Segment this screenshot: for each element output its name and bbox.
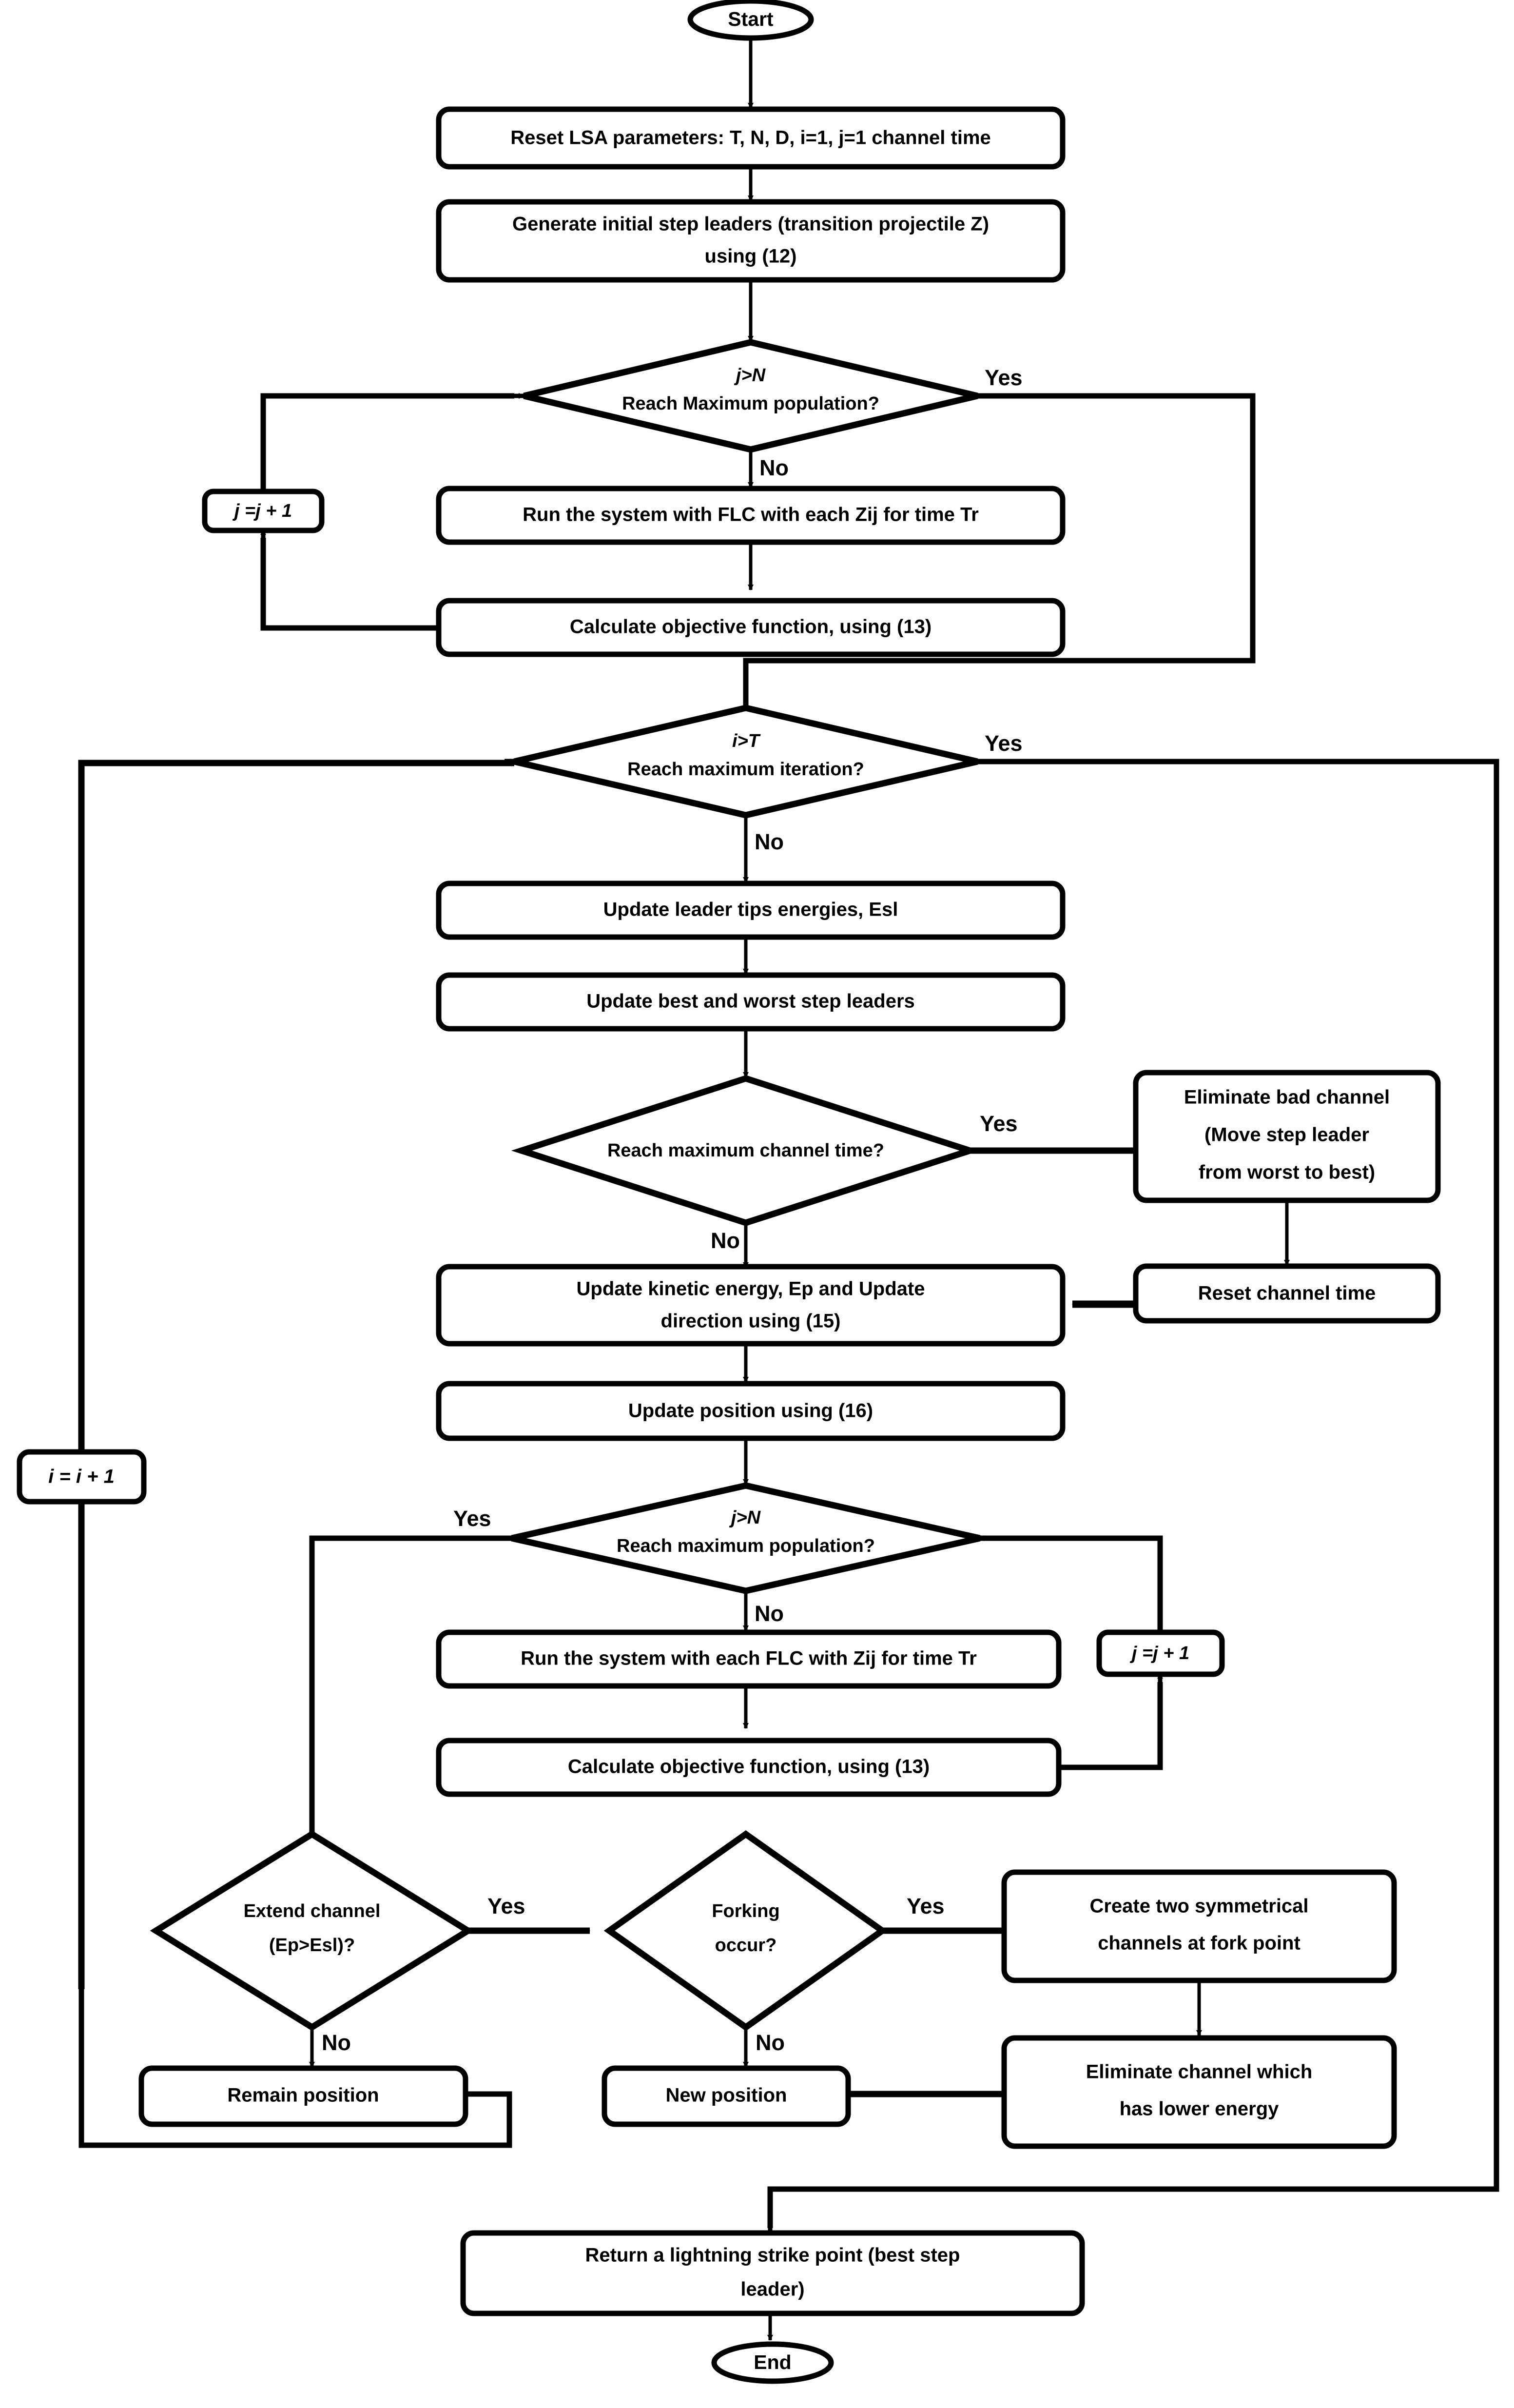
node-end: End (711, 2341, 834, 2384)
reset-channel-time-label: Reset channel time (1198, 1283, 1376, 1304)
create-two-channels-label-line2: channels at fork point (1098, 1933, 1300, 1954)
edge-label-yes-igtt: Yes (985, 731, 1023, 756)
jgtn1-label-line1: j>N (734, 365, 766, 386)
end-label: End (754, 2351, 791, 2373)
forking-label-line1: Forking (712, 1901, 779, 1921)
update-best-worst-label: Update best and worst step leaders (586, 991, 915, 1012)
j-increment-2-label: j =j + 1 (1129, 1643, 1189, 1664)
edge-label-yes-jgtn2: Yes (453, 1506, 491, 1531)
node-decision-igtt: i>T Reach maximum iteration? (513, 705, 978, 819)
node-return-strike-point: Return a lightning strike point (best st… (460, 2230, 1085, 2316)
node-decision-forking: Forking occur? (603, 1830, 888, 2031)
edge-jgtn2-yes (309, 1535, 512, 1833)
eliminate-lower-energy-label-line2: has lower energy (1120, 2098, 1280, 2120)
edge-calcobj2-to-jinc2 (1059, 1682, 1163, 1770)
node-eliminate-lower-energy: Eliminate channel which has lower energy (1001, 2035, 1397, 2149)
return-strike-point-label-line1: Return a lightning strike point (best st… (585, 2245, 960, 2266)
run-flc-1-label: Run the system with FLC with each Zij fo… (523, 504, 979, 526)
calc-objective-1-label: Calculate objective function, using (13) (570, 616, 932, 638)
edge-label-no-igtt: No (755, 829, 784, 854)
jgtn2-label-line2: Reach maximum population? (617, 1536, 875, 1556)
remain-position-label: Remain position (227, 2085, 379, 2106)
new-position-label: New position (666, 2085, 787, 2106)
node-update-best-worst: Update best and worst step leaders (436, 972, 1066, 1032)
edge-remain-to-iinc (78, 1989, 512, 2148)
node-decision-jgtn-1: j>N Reach Maximum population? (523, 339, 978, 453)
node-new-position: New position (602, 2065, 851, 2127)
create-two-channels-label-line1: Create two symmetrical (1089, 1896, 1308, 1917)
edge-label-yes-forking: Yes (907, 1894, 945, 1919)
edge-igtt-yes (767, 759, 1499, 2228)
node-create-two-channels: Create two symmetrical channels at fork … (1001, 1869, 1397, 1983)
extend-channel-label-line1: Extend channel (244, 1901, 381, 1921)
edge-label-yes-extend: Yes (487, 1894, 525, 1919)
node-reset-channel-time: Reset channel time (1133, 1263, 1441, 1324)
edge-jinc2-to-jgtn2 (980, 1535, 1163, 1631)
generate-leaders-label-line2: using (12) (705, 246, 797, 267)
run-flc-2-label: Run the system with each FLC with Zij fo… (521, 1648, 977, 1669)
node-run-flc-2: Run the system with each FLC with Zij fo… (436, 1629, 1062, 1689)
edge-iinc-to-igtt (78, 760, 514, 1450)
jgtn1-label-line2: Reach Maximum population? (622, 393, 879, 414)
node-generate-leaders: Generate initial step leaders (transitio… (436, 199, 1066, 283)
edge-label-no-forking: No (756, 2030, 785, 2055)
edge-label-no-channeltime: No (711, 1228, 740, 1253)
igtt-label-line1: i>T (732, 731, 761, 751)
update-tip-energies-label: Update leader tips energies, Esl (603, 899, 898, 920)
jgtn2-label-line1: j>N (729, 1507, 761, 1528)
edge-label-no-extend: No (322, 2030, 351, 2055)
node-i-increment: i = i + 1 (17, 1449, 147, 1505)
update-position-label: Update position using (16) (628, 1400, 873, 1422)
node-eliminate-bad-channel: Eliminate bad channel (Move step leader … (1133, 1070, 1441, 1203)
node-calc-objective-1: Calculate objective function, using (13) (436, 598, 1066, 657)
update-kinetic-label-line2: direction using (15) (661, 1311, 841, 1332)
eliminate-bad-channel-label-line2: (Move step leader (1204, 1124, 1369, 1146)
edge-label-yes-jgtn1: Yes (985, 365, 1023, 390)
extend-channel-label-line2: (Ep>Esl)? (269, 1935, 355, 1956)
node-reset-params: Reset LSA parameters: T, N, D, i=1, j=1 … (436, 106, 1066, 170)
edge-label-no-jgtn2: No (755, 1601, 784, 1626)
start-label: Start (728, 8, 774, 30)
node-update-kinetic: Update kinetic energy, Ep and Update dir… (436, 1264, 1066, 1347)
return-strike-point-label-line2: leader) (740, 2279, 804, 2300)
edge-jgtn1-yes (743, 393, 1256, 713)
node-start: Start (687, 0, 814, 41)
node-decision-extend-channel: Extend channel (Ep>Esl)? (150, 1830, 474, 2031)
edge-jinc1-to-jgtn1 (260, 393, 514, 492)
node-update-tip-energies: Update leader tips energies, Esl (436, 881, 1066, 940)
node-decision-max-channel-time: Reach maximum channel time? (511, 1075, 981, 1226)
node-decision-jgtn-2: j>N Reach maximum population? (511, 1482, 981, 1594)
j-increment-1-label: j =j + 1 (232, 501, 292, 521)
i-increment-label: i = i + 1 (48, 1466, 115, 1488)
update-kinetic-label-line1: Update kinetic energy, Ep and Update (577, 1278, 925, 1300)
node-update-position: Update position using (16) (436, 1381, 1066, 1441)
edge-label-yes-channeltime: Yes (980, 1111, 1018, 1136)
forking-label-line2: occur? (715, 1935, 777, 1956)
reset-params-label: Reset LSA parameters: T, N, D, i=1, j=1 … (510, 127, 991, 149)
node-run-flc-1: Run the system with FLC with each Zij fo… (436, 486, 1066, 545)
edge-label-no-jgtn1: No (759, 455, 789, 480)
generate-leaders-label-line1: Generate initial step leaders (transitio… (512, 214, 989, 235)
max-channel-time-label: Reach maximum channel time? (607, 1140, 884, 1161)
eliminate-bad-channel-label-line1: Eliminate bad channel (1184, 1087, 1390, 1108)
calc-objective-2-label: Calculate objective function, using (13) (568, 1756, 930, 1778)
igtt-label-line2: Reach maximum iteration? (627, 759, 864, 780)
eliminate-lower-energy-label-line1: Eliminate channel which (1086, 2061, 1313, 2083)
edge-calcobj1-to-jinc1 (260, 538, 439, 631)
node-calc-objective-2: Calculate objective function, using (13) (436, 1738, 1062, 1797)
eliminate-bad-channel-label-line3: from worst to best) (1199, 1162, 1375, 1183)
node-j-increment-2: j =j + 1 (1096, 1629, 1225, 1677)
node-remain-position: Remain position (138, 2065, 468, 2127)
node-j-increment-1: j =j + 1 (202, 489, 325, 533)
